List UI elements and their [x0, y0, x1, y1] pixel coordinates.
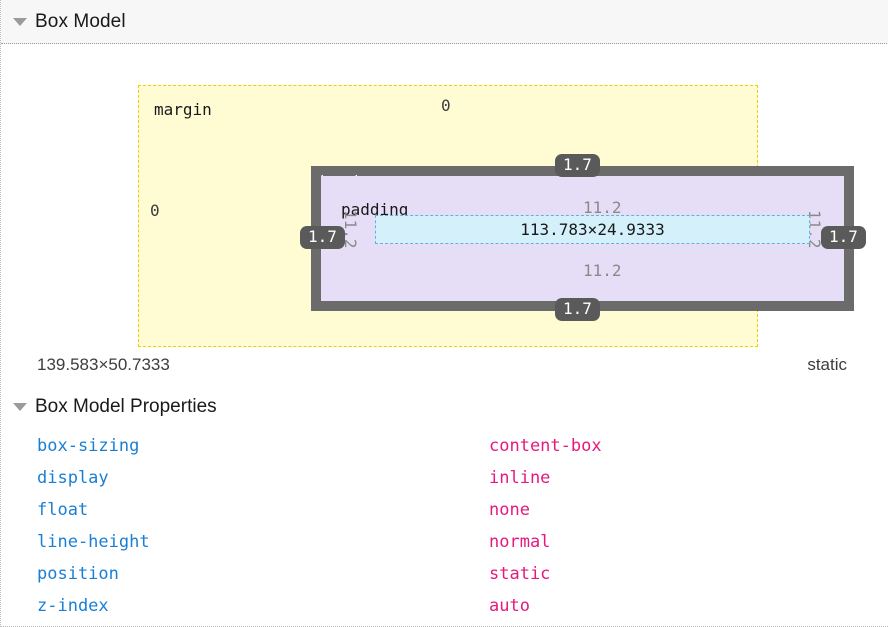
padding-region-label: padding [341, 200, 409, 219]
border-top-value[interactable]: 1.7 [555, 154, 600, 178]
content-size-value[interactable]: 113.783×24.9333 [520, 220, 665, 239]
property-name: float [37, 500, 89, 520]
margin-region-label: margin [154, 100, 212, 119]
property-name: line-height [37, 532, 150, 552]
property-row[interactable]: float none [1, 494, 888, 526]
box-model-properties-list: box-sizing content-box display inline float n… [1, 430, 888, 622]
border-bottom-value[interactable]: 1.7 [555, 298, 600, 322]
box-model-properties-title: Box Model Properties [35, 396, 217, 417]
property-row[interactable]: box-sizing content-box [1, 430, 888, 462]
property-row[interactable]: display inline [1, 462, 888, 494]
content-region[interactable]: 113.783×24.9333 [375, 215, 810, 244]
property-value[interactable]: auto [489, 596, 530, 616]
border-right-value[interactable]: 1.7 [821, 226, 866, 250]
element-size-value: 139.583×50.7333 [37, 355, 170, 374]
property-name: z-index [37, 596, 109, 616]
property-name: display [37, 468, 109, 488]
margin-region[interactable]: margin 0 0 0 0 border padding 11.2 11.2 … [138, 85, 866, 347]
property-row[interactable]: z-index auto [1, 590, 888, 622]
padding-region[interactable]: padding 11.2 11.2 11.2 11.2 113.783×24.9… [321, 176, 844, 301]
border-left-value[interactable]: 1.7 [300, 226, 345, 250]
property-value[interactable]: content-box [489, 436, 602, 456]
border-region[interactable]: border padding 11.2 11.2 11.2 11.2 113.7… [300, 154, 866, 322]
box-model-header[interactable]: Box Model [1, 0, 888, 44]
box-model-diagram: margin 0 0 0 0 border padding 11.2 11.2 … [1, 44, 888, 347]
property-name: box-sizing [37, 436, 140, 456]
margin-left-value[interactable]: 0 [150, 201, 160, 220]
padding-top-value[interactable]: 11.2 [583, 198, 622, 217]
property-value[interactable]: static [489, 564, 551, 584]
property-value[interactable]: normal [489, 532, 551, 552]
property-value[interactable]: none [489, 500, 530, 520]
margin-top-value[interactable]: 0 [441, 96, 451, 115]
padding-bottom-value[interactable]: 11.2 [583, 261, 622, 280]
box-model-properties-header[interactable]: Box Model Properties [13, 396, 217, 418]
element-position-value: static [807, 355, 847, 374]
page-title: Box Model [35, 10, 126, 32]
triangle-down-icon[interactable] [13, 403, 27, 411]
property-row[interactable]: line-height normal [1, 526, 888, 558]
property-value[interactable]: inline [489, 468, 551, 488]
property-row[interactable]: position static [1, 558, 888, 590]
triangle-down-icon[interactable] [13, 17, 27, 26]
summary-row: 139.583×50.7333 static [1, 355, 888, 391]
property-name: position [37, 564, 119, 584]
